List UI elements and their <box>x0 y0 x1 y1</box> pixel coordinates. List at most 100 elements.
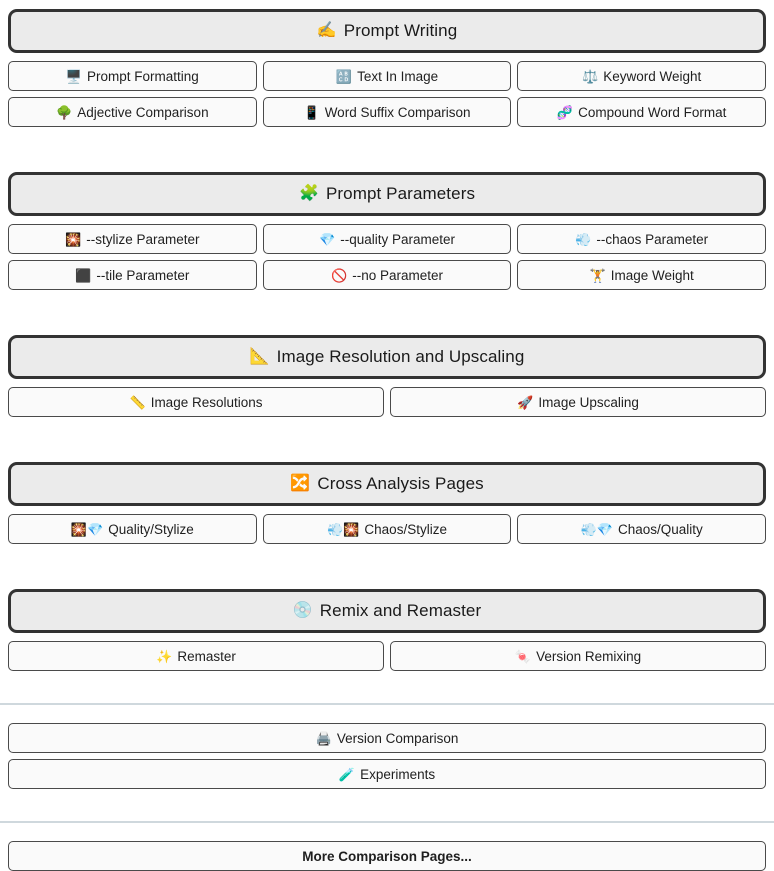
button-quality-stylize[interactable]: 🎇💎 Quality/Stylize <box>8 514 257 544</box>
button-keyword-weight[interactable]: ⚖️ Keyword Weight <box>517 61 767 91</box>
gem-icon: 💎 <box>319 231 336 247</box>
button-label: More Comparison Pages... <box>302 848 472 864</box>
button-chaos-quality[interactable]: 💨💎 Chaos/Quality <box>517 514 767 544</box>
button-image-upscaling[interactable]: 🚀 Image Upscaling <box>390 387 766 417</box>
button-label: Adjective Comparison <box>77 104 209 120</box>
button-label: Chaos/Quality <box>617 521 703 537</box>
category-header-cross-analysis-pages[interactable]: 🔀 Cross Analysis Pages <box>8 462 766 506</box>
dna-icon: 🧬 <box>556 104 574 120</box>
writing-hand-icon: ✍️ <box>316 22 337 39</box>
tree-icon: 🌳 <box>56 104 73 120</box>
section-image-resolution-upscaling: 📐 Image Resolution and Upscaling 📏 Image… <box>0 335 774 417</box>
section-footer-links: 🖨️ Version Comparison 🧪 Experiments <box>0 723 774 789</box>
button-label: --chaos Parameter <box>596 231 709 247</box>
button-label: Word Suffix Comparison <box>324 104 471 120</box>
shuffle-tracks-icon: 🔀 <box>290 475 311 492</box>
button-label: --tile Parameter <box>96 267 190 283</box>
button-label: Quality/Stylize <box>108 521 194 537</box>
button-row: 🧪 Experiments <box>8 759 766 789</box>
divider-spacer <box>0 795 774 821</box>
button-no-parameter[interactable]: 🚫 --no Parameter <box>262 260 512 290</box>
button-image-weight[interactable]: 🏋️ Image Weight <box>517 260 767 290</box>
puzzle-piece-icon: 🧩 <box>298 185 319 202</box>
button-tile-parameter[interactable]: ⬛ --tile Parameter <box>8 260 257 290</box>
button-chaos-stylize[interactable]: 💨🎇 Chaos/Stylize <box>262 514 512 544</box>
sparkler-gem-icon: 🎇💎 <box>70 521 104 537</box>
button-label: --stylize Parameter <box>86 231 200 247</box>
button-label: Keyword Weight <box>603 68 702 84</box>
button-more-comparison-pages[interactable]: More Comparison Pages... <box>8 841 766 871</box>
button-stylize-parameter[interactable]: 🎇 --stylize Parameter <box>8 224 257 254</box>
button-label: Text In Image <box>357 68 439 84</box>
button-prompt-formatting[interactable]: 🖥️ Prompt Formatting <box>8 61 257 91</box>
candy-icon: 🍬 <box>514 648 532 664</box>
dash-smoke-icon: 💨 <box>575 231 592 247</box>
button-compound-word-format[interactable]: 🧬 Compound Word Format <box>517 97 767 127</box>
divider-spacer <box>0 705 774 723</box>
section-remix-remaster: 💿 Remix and Remaster ✨ Remaster 🍬 Versio… <box>0 589 774 671</box>
section-spacer <box>0 296 774 326</box>
category-header-image-resolution-upscaling[interactable]: 📐 Image Resolution and Upscaling <box>8 335 766 379</box>
test-tube-icon: 🧪 <box>338 766 356 782</box>
button-remaster[interactable]: ✨ Remaster <box>8 641 384 671</box>
desktop-computer-icon: 🖥️ <box>65 68 83 84</box>
mobile-phone-icon: 📱 <box>303 104 320 120</box>
sparkler-icon: 🎇 <box>65 231 82 247</box>
section-divider <box>0 703 774 705</box>
button-row: ✨ Remaster 🍬 Version Remixing <box>8 641 766 671</box>
category-header-label: Cross Analysis Pages <box>317 474 484 493</box>
button-label: --no Parameter <box>352 267 443 283</box>
button-label: Version Comparison <box>336 730 459 746</box>
button-label: Experiments <box>360 766 436 782</box>
button-label: Image Upscaling <box>538 394 639 410</box>
category-header-prompt-parameters[interactable]: 🧩 Prompt Parameters <box>8 172 766 216</box>
button-row: More Comparison Pages... <box>8 841 766 871</box>
button-experiments[interactable]: 🧪 Experiments <box>8 759 766 789</box>
section-prompt-parameters: 🧩 Prompt Parameters 🎇 --stylize Paramete… <box>0 172 774 290</box>
weight-lifter-icon: 🏋️ <box>589 267 606 283</box>
section-more-pages: More Comparison Pages... <box>0 841 774 871</box>
black-square-icon: ⬛ <box>75 267 92 283</box>
button-chaos-parameter[interactable]: 💨 --chaos Parameter <box>517 224 767 254</box>
category-header-label: Remix and Remaster <box>319 601 482 620</box>
button-row: ⬛ --tile Parameter 🚫 --no Parameter 🏋️ I… <box>8 260 767 290</box>
button-row: 🎇 --stylize Parameter 💎 --quality Parame… <box>8 224 767 254</box>
category-header-prompt-writing[interactable]: ✍️ Prompt Writing <box>8 9 766 53</box>
button-adjective-comparison[interactable]: 🌳 Adjective Comparison <box>8 97 257 127</box>
section-spacer <box>0 423 774 453</box>
button-word-suffix-comparison[interactable]: 📱 Word Suffix Comparison <box>262 97 512 127</box>
button-label: Remaster <box>177 648 236 664</box>
category-header-label: Prompt Writing <box>343 21 458 40</box>
button-row: 🖨️ Version Comparison <box>8 723 766 753</box>
page-root: ✍️ Prompt Writing 🖥️ Prompt Formatting 🔠… <box>0 9 774 871</box>
category-header-remix-remaster[interactable]: 💿 Remix and Remaster <box>8 589 766 633</box>
button-label: Chaos/Stylize <box>364 521 447 537</box>
category-header-label: Image Resolution and Upscaling <box>276 347 525 366</box>
divider-spacer <box>0 677 774 703</box>
divider-spacer <box>0 823 774 841</box>
button-text-in-image[interactable]: 🔠 Text In Image <box>262 61 512 91</box>
section-spacer <box>0 133 774 163</box>
dash-gem-icon: 💨💎 <box>580 521 613 537</box>
button-label: Compound Word Format <box>578 104 727 120</box>
button-label: Image Resolutions <box>150 394 263 410</box>
button-row: 🎇💎 Quality/Stylize 💨🎇 Chaos/Stylize 💨💎 C… <box>8 514 767 544</box>
triangular-ruler-icon: 📐 <box>249 348 270 365</box>
button-version-comparison[interactable]: 🖨️ Version Comparison <box>8 723 766 753</box>
button-image-resolutions[interactable]: 📏 Image Resolutions <box>8 387 384 417</box>
category-header-label: Prompt Parameters <box>325 184 476 203</box>
section-prompt-writing: ✍️ Prompt Writing 🖥️ Prompt Formatting 🔠… <box>0 9 774 127</box>
button-label: --quality Parameter <box>340 231 455 247</box>
button-quality-parameter[interactable]: 💎 --quality Parameter <box>262 224 512 254</box>
button-row: 🖥️ Prompt Formatting 🔠 Text In Image ⚖️ … <box>8 61 767 91</box>
input-latin-uppercase-icon: 🔠 <box>335 68 353 84</box>
prohibited-icon: 🚫 <box>331 267 348 283</box>
section-spacer <box>0 550 774 580</box>
button-label: Prompt Formatting <box>87 68 199 84</box>
button-row: 📏 Image Resolutions 🚀 Image Upscaling <box>8 387 766 417</box>
button-label: Image Weight <box>610 267 694 283</box>
optical-disk-icon: 💿 <box>292 602 313 619</box>
button-row: 🌳 Adjective Comparison 📱 Word Suffix Com… <box>8 97 767 127</box>
button-version-remixing[interactable]: 🍬 Version Remixing <box>390 641 766 671</box>
straight-ruler-icon: 📏 <box>129 394 146 410</box>
